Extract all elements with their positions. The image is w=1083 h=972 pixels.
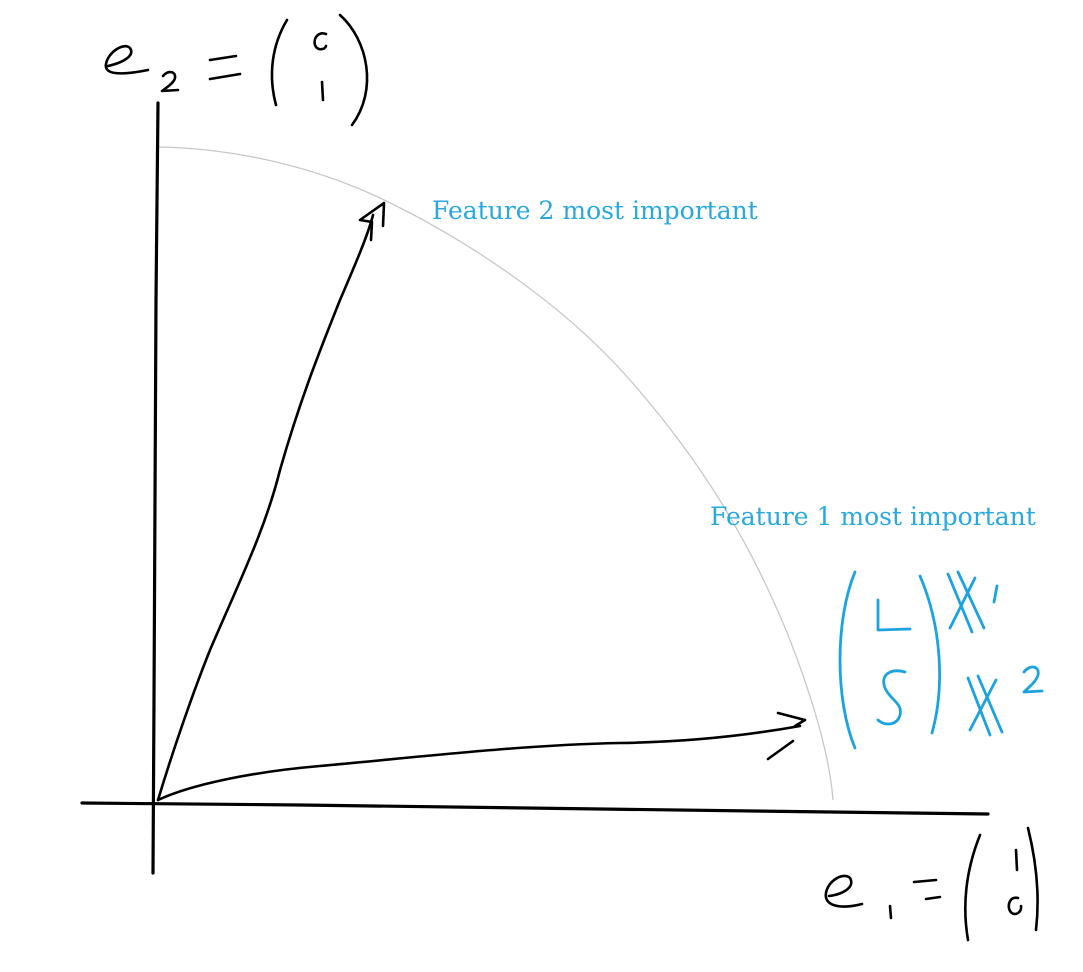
x2-superscript [1022,665,1044,694]
vector-feature-1 [156,724,802,802]
e2-letter-e [104,44,150,75]
e1-subscript-1 [888,904,893,920]
ls-right-paren [918,574,941,735]
e1-zero [1007,896,1023,916]
e2-equals-sign [208,54,242,81]
e1-basis-label [824,826,1039,942]
e2-right-paren [338,13,369,127]
ls-letter-S [876,669,907,726]
vector-feature-2-arrowhead [358,201,386,242]
e2-left-paren [270,18,289,107]
e1-equals-sign [912,878,942,901]
unit-circle-arc [156,146,834,801]
x1-superscript [992,584,999,604]
e1-left-paren [964,833,982,942]
y-axis [151,101,160,875]
e2-basis-label [104,13,369,127]
e1-one [1014,848,1019,872]
e2-zero [313,32,328,51]
e1-letter-e [824,874,864,908]
x2-crossed [966,674,1004,737]
e1-right-paren [1026,826,1039,932]
ls-left-paren [838,570,857,750]
vector-feature-2 [156,213,375,802]
ls-letter-L [876,598,912,632]
x-axis [80,801,990,816]
x1-crossed [946,570,986,634]
feature-vector-ls [838,570,1044,750]
e2-one [320,80,325,102]
e2-subscript-2 [160,70,180,93]
feature-2-annotation: Feature 2 most important [432,196,758,225]
vector-feature-1-arrowhead [766,711,807,761]
feature-1-annotation: Feature 1 most important [710,502,1036,531]
